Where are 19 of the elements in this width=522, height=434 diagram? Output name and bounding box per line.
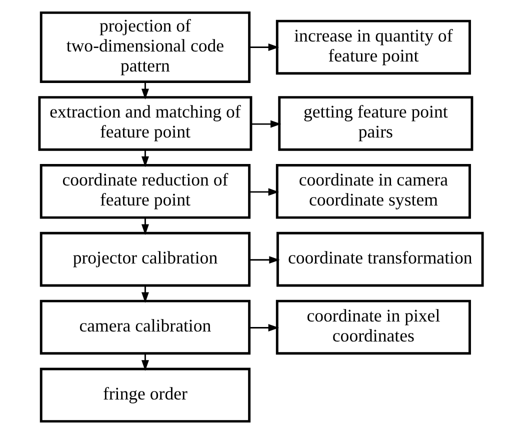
arrow [141, 218, 149, 235]
node-box: getting feature point pairs [278, 96, 474, 151]
arrow [141, 150, 149, 168]
node-box: fringe order [40, 368, 251, 423]
arrow [249, 324, 280, 332]
node-box: projection of two-dimensional code pattern [40, 11, 251, 83]
arrow [249, 43, 280, 51]
node-box: extraction and matching of feature point [38, 96, 252, 151]
arrow [250, 256, 280, 264]
node-box: coordinate in camera coordinate system [276, 164, 471, 219]
node-box: increase in quantity of feature point [276, 20, 471, 75]
node-box: coordinate transformation [276, 232, 484, 287]
node-box: coordinate reduction of feature point [40, 164, 251, 219]
node-box: projector calibration [40, 232, 251, 287]
node-box: coordinate in pixel coordinates [276, 300, 471, 355]
arrow [251, 120, 282, 128]
arrow [249, 188, 280, 196]
arrow [141, 354, 149, 371]
node-box: camera calibration [40, 300, 251, 355]
